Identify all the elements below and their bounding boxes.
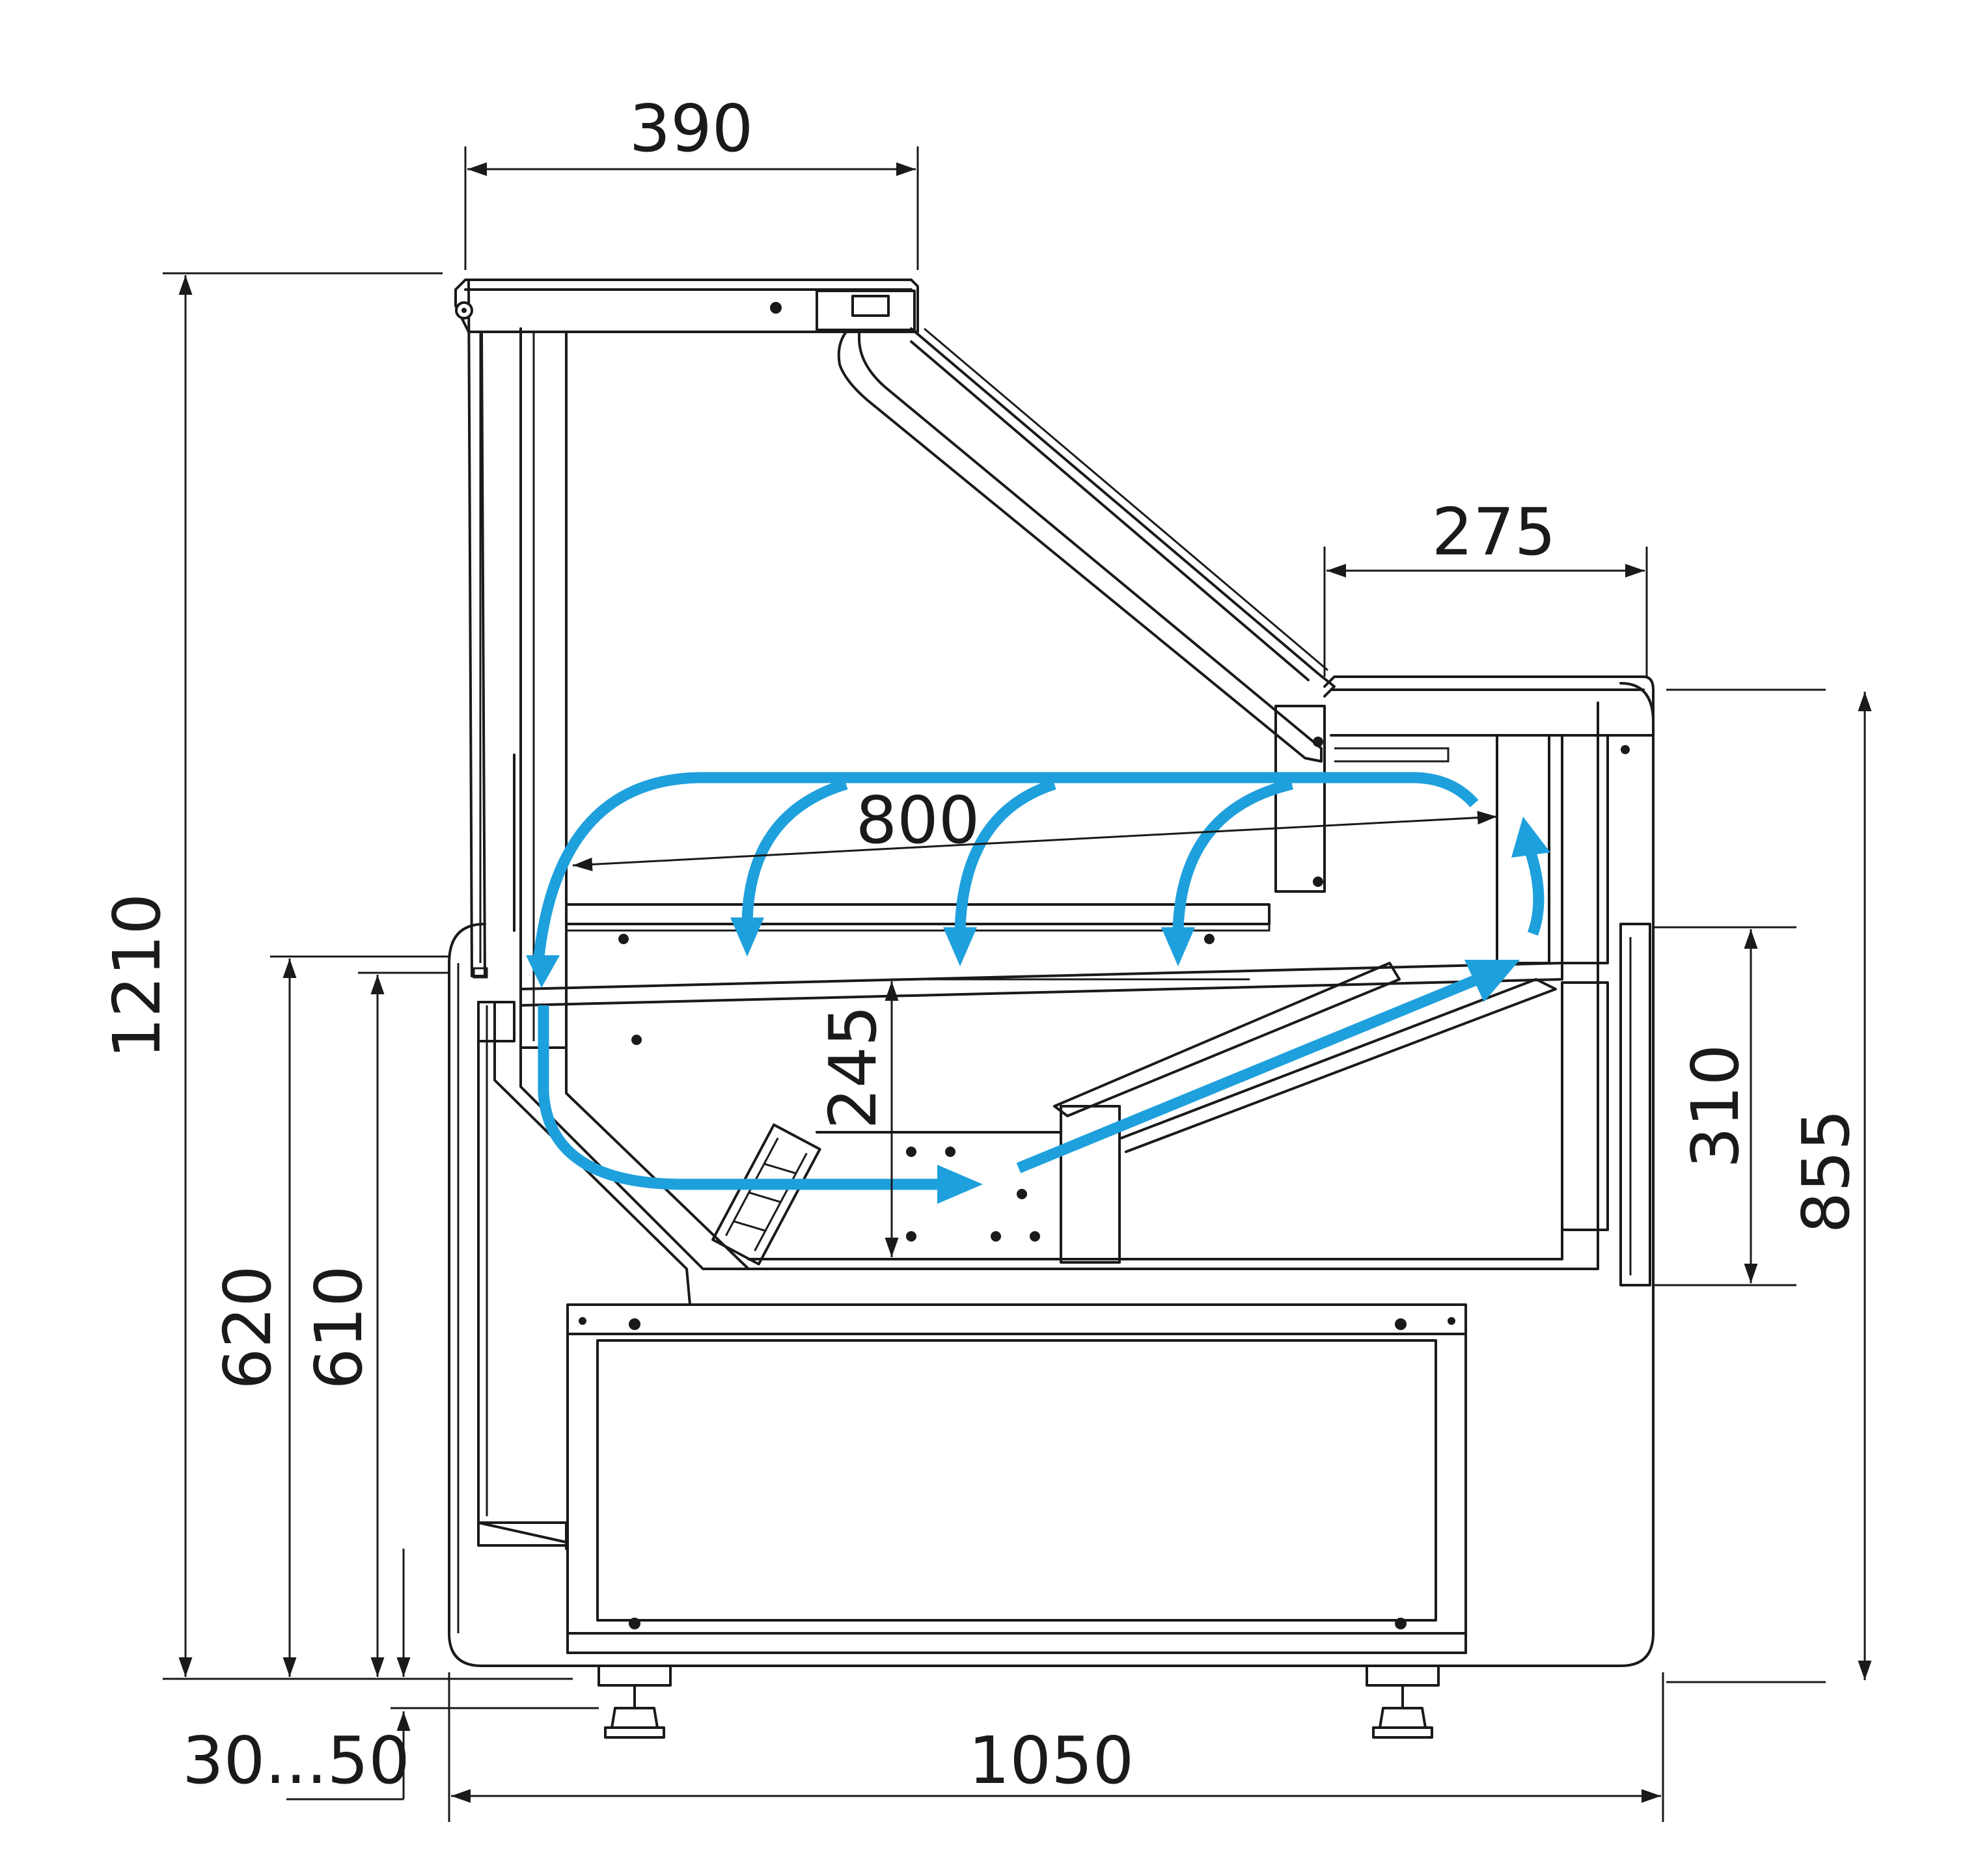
airflow-diagram [526, 772, 1550, 1204]
airflow-arrowhead [1511, 817, 1550, 858]
bolt [1017, 1189, 1027, 1199]
label-310: 310 [1677, 1044, 1753, 1169]
base-compartment-inner [596, 1339, 1437, 1622]
airflow-arrowhead [1161, 927, 1195, 966]
sloped-tray-lower [1118, 978, 1557, 1153]
glass-support-arm [837, 331, 1323, 763]
tray-support-plate [816, 1131, 1062, 1260]
airflow-main-loop [533, 772, 1479, 957]
front-wall-lower [477, 1001, 568, 1550]
airflow-lower-loop [538, 1005, 944, 1190]
airflow-rear-rise [1524, 847, 1545, 936]
front-foot [598, 1665, 672, 1739]
rear-shelf-ledge [1334, 747, 1450, 763]
bolt [991, 1231, 1001, 1242]
front-glass-frame [467, 279, 486, 977]
airflow-arrowhead [937, 1165, 983, 1204]
airflow-arrowhead [526, 955, 560, 988]
label-1050: 1050 [969, 1722, 1134, 1799]
kick-plate [477, 1521, 568, 1547]
dim-800 [572, 811, 1498, 871]
rear-post-2 [1561, 734, 1609, 964]
bolt [906, 1231, 916, 1242]
cabinet-outline [448, 279, 1655, 1739]
upper-deck [519, 962, 1563, 1007]
label-620: 620 [210, 1266, 286, 1390]
lower-tray [565, 1004, 750, 1270]
rear-shelf [1323, 675, 1655, 737]
canopy [454, 279, 919, 333]
sloped-tray [1053, 962, 1401, 1117]
base-compartment [566, 1303, 1467, 1654]
label-390: 390 [629, 90, 754, 167]
display-shelf [565, 903, 1271, 925]
slanted-glass-edge [924, 327, 1328, 672]
bolt [1395, 1318, 1407, 1330]
bolt [1313, 737, 1323, 747]
lamp-housing [816, 290, 916, 331]
label-855: 855 [1788, 1109, 1864, 1234]
evaporator-fan [711, 1123, 821, 1266]
airflow-arrowhead [730, 918, 764, 957]
display-shelf-front [566, 924, 1271, 932]
bolt [461, 308, 467, 313]
bolt [1313, 877, 1323, 887]
label-30-50: 30...50 [182, 1722, 410, 1799]
bolt [770, 302, 782, 314]
airflow-arrowhead [943, 927, 977, 966]
airflow-diagonal [1016, 974, 1480, 1173]
rear-shelf-bracket [1274, 705, 1326, 893]
bolt [629, 1618, 640, 1629]
bolt [945, 1147, 955, 1157]
bolt [1030, 1231, 1040, 1242]
bolt [1621, 745, 1630, 754]
bolt [579, 1317, 586, 1325]
label-245: 245 [815, 1005, 891, 1130]
rear-lower-post [1561, 981, 1609, 1231]
cabinet-body [448, 682, 1655, 1667]
rear-foot [1366, 1665, 1440, 1739]
front-inner-panel [519, 701, 1599, 1270]
dimension-labels: 390 275 800 1050 30...50 1210 620 610 24… [99, 90, 1864, 1799]
bolt [1448, 1317, 1455, 1325]
slanted-glass-inner [910, 340, 1310, 681]
label-610: 610 [301, 1266, 377, 1390]
bolt [1204, 934, 1215, 944]
bolt [906, 1147, 916, 1157]
rear-door-panel [1619, 923, 1651, 1286]
airflow-arrowhead [1464, 960, 1520, 1002]
front-bracket [477, 1001, 515, 1042]
front-lower-panel [477, 1001, 691, 1306]
label-1210: 1210 [99, 893, 175, 1059]
label-800: 800 [856, 782, 980, 858]
bolt [631, 1035, 642, 1045]
lamp [851, 295, 890, 317]
bolt [629, 1318, 640, 1330]
front-clip [473, 967, 488, 979]
dimension-lines [163, 146, 1872, 1822]
label-275: 275 [1432, 494, 1556, 570]
slanted-glass-outer [910, 327, 1336, 698]
bolt [618, 934, 629, 944]
bolt [1395, 1618, 1407, 1629]
